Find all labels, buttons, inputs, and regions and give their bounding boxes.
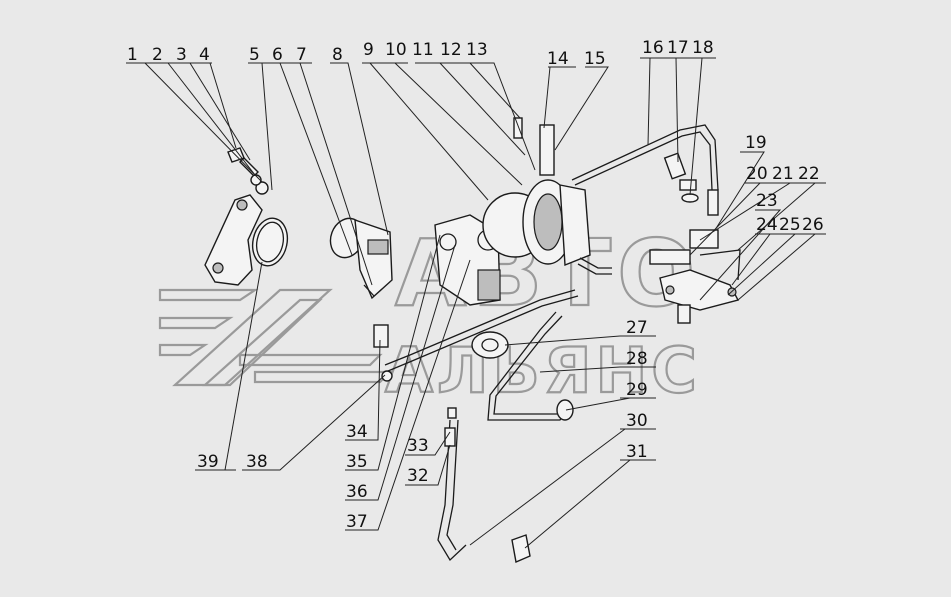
callout-33: 33 bbox=[407, 436, 429, 456]
ring-gasket bbox=[251, 217, 289, 267]
leader-lines bbox=[126, 57, 826, 549]
callout-31: 31 bbox=[626, 442, 648, 462]
callout-12: 12 bbox=[440, 40, 462, 60]
callout-16: 16 bbox=[642, 38, 664, 58]
turbo-flange bbox=[434, 214, 501, 306]
callout-23: 23 bbox=[756, 191, 778, 211]
callout-labels: 1 2 3 4 5 6 7 8 9 10 11 12 13 14 15 16 1… bbox=[127, 38, 824, 532]
callout-15: 15 bbox=[584, 49, 606, 69]
callout-4: 4 bbox=[199, 45, 210, 65]
callout-38: 38 bbox=[246, 452, 268, 472]
callout-1: 1 bbox=[127, 45, 138, 65]
callout-18: 18 bbox=[692, 38, 714, 58]
callout-8: 8 bbox=[332, 45, 343, 65]
callout-25: 25 bbox=[779, 215, 801, 235]
callout-5: 5 bbox=[249, 45, 260, 65]
callout-29: 29 bbox=[626, 380, 648, 400]
callout-11: 11 bbox=[412, 40, 434, 60]
callout-26: 26 bbox=[802, 215, 824, 235]
callout-14: 14 bbox=[547, 49, 569, 69]
exhaust-elbow bbox=[329, 217, 393, 300]
callout-20: 20 bbox=[746, 164, 768, 184]
callout-2: 2 bbox=[152, 45, 163, 65]
callout-21: 21 bbox=[772, 164, 794, 184]
callout-10: 10 bbox=[385, 40, 407, 60]
callout-9: 9 bbox=[363, 40, 374, 60]
callout-17: 17 bbox=[667, 38, 689, 58]
watermark-logo bbox=[158, 288, 393, 387]
callout-6: 6 bbox=[272, 45, 283, 65]
watermark-line2: АЛЬЯНС bbox=[385, 334, 701, 407]
callout-19: 19 bbox=[745, 133, 767, 153]
callout-13: 13 bbox=[466, 40, 488, 60]
callout-22: 22 bbox=[798, 164, 820, 184]
callout-28: 28 bbox=[626, 349, 648, 369]
callout-36: 36 bbox=[346, 482, 368, 502]
callout-37: 37 bbox=[346, 512, 368, 532]
callout-35: 35 bbox=[346, 452, 368, 472]
bolt-set bbox=[227, 147, 269, 195]
turbocharger bbox=[482, 117, 591, 267]
oil-pipes bbox=[384, 124, 719, 562]
callout-32: 32 bbox=[407, 466, 429, 486]
callout-34: 34 bbox=[346, 422, 368, 442]
callout-27: 27 bbox=[626, 318, 648, 338]
callout-30: 30 bbox=[626, 411, 648, 431]
small-fittings bbox=[373, 152, 741, 563]
callout-7: 7 bbox=[296, 45, 307, 65]
flange-bracket bbox=[204, 194, 263, 286]
callout-3: 3 bbox=[176, 45, 187, 65]
callout-24: 24 bbox=[756, 215, 778, 235]
callout-39: 39 bbox=[197, 452, 219, 472]
